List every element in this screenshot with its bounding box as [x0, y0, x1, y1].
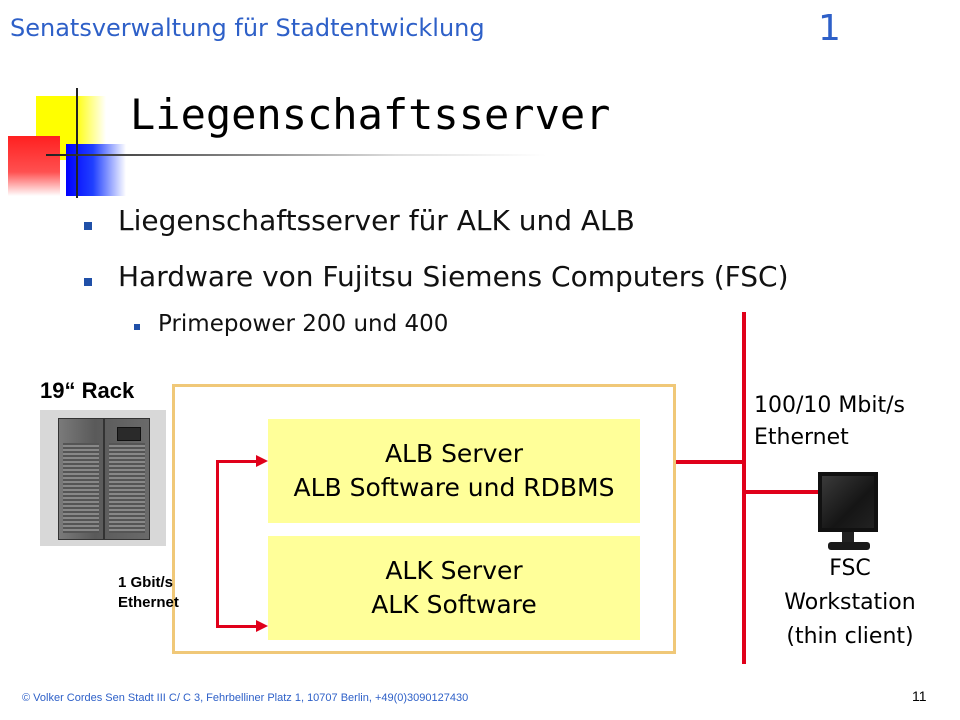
slide-title: Liegenschaftsserver — [130, 90, 611, 139]
decor-vertical-line — [76, 88, 78, 198]
decor-horizontal-line — [46, 154, 546, 156]
network-bus-line — [742, 312, 746, 664]
server-icon — [40, 410, 166, 546]
bullet-marker — [84, 278, 92, 286]
sub-bullet-item: Primepower 200 und 400 — [158, 311, 449, 337]
internal-link-speed: 1 Gbit/s — [118, 574, 174, 591]
alk-link-line — [216, 625, 258, 628]
rack-label: 19“ Rack — [40, 378, 135, 403]
internal-link-line — [216, 462, 219, 626]
decor-red-square — [8, 136, 60, 196]
workstation-name: Workstation — [784, 590, 916, 615]
organization-header: Senatsverwaltung für Stadtentwicklung — [10, 14, 485, 42]
sub-bullet-marker — [134, 324, 140, 330]
network-link-type: Ethernet — [754, 425, 849, 450]
workstation-type: (thin client) — [786, 624, 914, 649]
workstation-vendor: FSC — [829, 556, 871, 581]
footer-copyright: © Volker Cordes Sen Stadt III C/ C 3, Fe… — [22, 692, 469, 704]
top-number: 1 — [818, 8, 841, 49]
alb-server-box: ALB Server ALB Software und RDBMS — [268, 419, 640, 523]
internal-link-type: Ethernet — [118, 594, 179, 611]
bullet-marker — [84, 222, 92, 230]
alb-server-title: ALB Server — [384, 439, 524, 468]
alk-server-box: ALK Server ALK Software — [268, 536, 640, 640]
network-link-speed: 100/10 Mbit/s — [754, 393, 905, 418]
rack-network-link — [676, 460, 742, 464]
alk-server-software: ALK Software — [371, 590, 537, 619]
monitor-icon — [812, 470, 886, 558]
workstation-network-link — [742, 490, 818, 494]
alb-arrow-icon — [256, 455, 268, 467]
alb-server-software: ALB Software und RDBMS — [293, 473, 615, 502]
alb-link-line — [216, 460, 258, 463]
bullet-item: Liegenschaftsserver für ALK und ALB — [118, 204, 635, 237]
page-number: 11 — [912, 688, 927, 704]
bullet-item: Hardware von Fujitsu Siemens Computers (… — [118, 260, 789, 293]
alk-arrow-icon — [256, 620, 268, 632]
internal-link-label: 1 Gbit/s Ethernet — [118, 573, 179, 613]
rack-frame — [172, 384, 676, 654]
network-link-label: 100/10 Mbit/s Ethernet — [754, 390, 905, 454]
workstation-label: FSC Workstation (thin client) — [768, 552, 932, 654]
decor-blue-square — [66, 144, 126, 196]
alk-server-title: ALK Server — [385, 556, 523, 585]
